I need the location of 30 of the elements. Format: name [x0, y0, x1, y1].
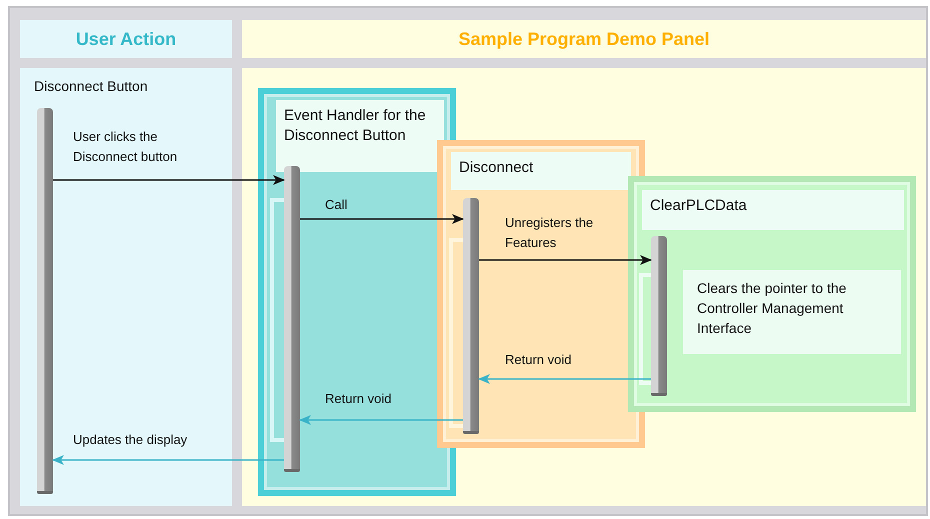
- box-title: Disconnect: [451, 152, 631, 190]
- message-arrow: [299, 415, 463, 425]
- message-arrow: [300, 214, 464, 224]
- description-text: Clears the pointer to the Controller Management Interface: [697, 279, 848, 338]
- edge-label: Updates the display: [73, 431, 188, 449]
- box-title: ClearPLCData: [642, 190, 904, 230]
- lifeline-bar: [651, 236, 667, 396]
- lifeline-bar: [463, 198, 479, 434]
- lifeline-bar: [37, 108, 53, 494]
- message-arrow: [53, 175, 285, 185]
- swimlane: [20, 68, 232, 506]
- message-arrow: [52, 455, 284, 465]
- column-header: [20, 20, 232, 58]
- box-title: Event Handler for the Disconnect Button: [276, 100, 444, 172]
- column-title: User Action: [76, 28, 176, 50]
- message-arrow: [478, 374, 651, 384]
- edge-label: Call: [325, 196, 348, 214]
- lane-title: Disconnect Button: [34, 77, 148, 96]
- method-box: [437, 140, 645, 448]
- edge-label: User clicks the Disconnect button: [73, 128, 178, 166]
- edge-label: Unregisters the Features: [505, 214, 594, 252]
- message-arrow: [479, 255, 652, 265]
- column-header: [242, 20, 926, 58]
- edge-label: Return void: [505, 351, 572, 369]
- edge-label: Return void: [325, 390, 392, 408]
- method-box: [628, 176, 916, 412]
- column-title: Sample Program Demo Panel: [458, 28, 710, 50]
- description-box: [683, 270, 901, 354]
- lifeline-bar: [284, 166, 300, 472]
- method-box: [258, 88, 456, 496]
